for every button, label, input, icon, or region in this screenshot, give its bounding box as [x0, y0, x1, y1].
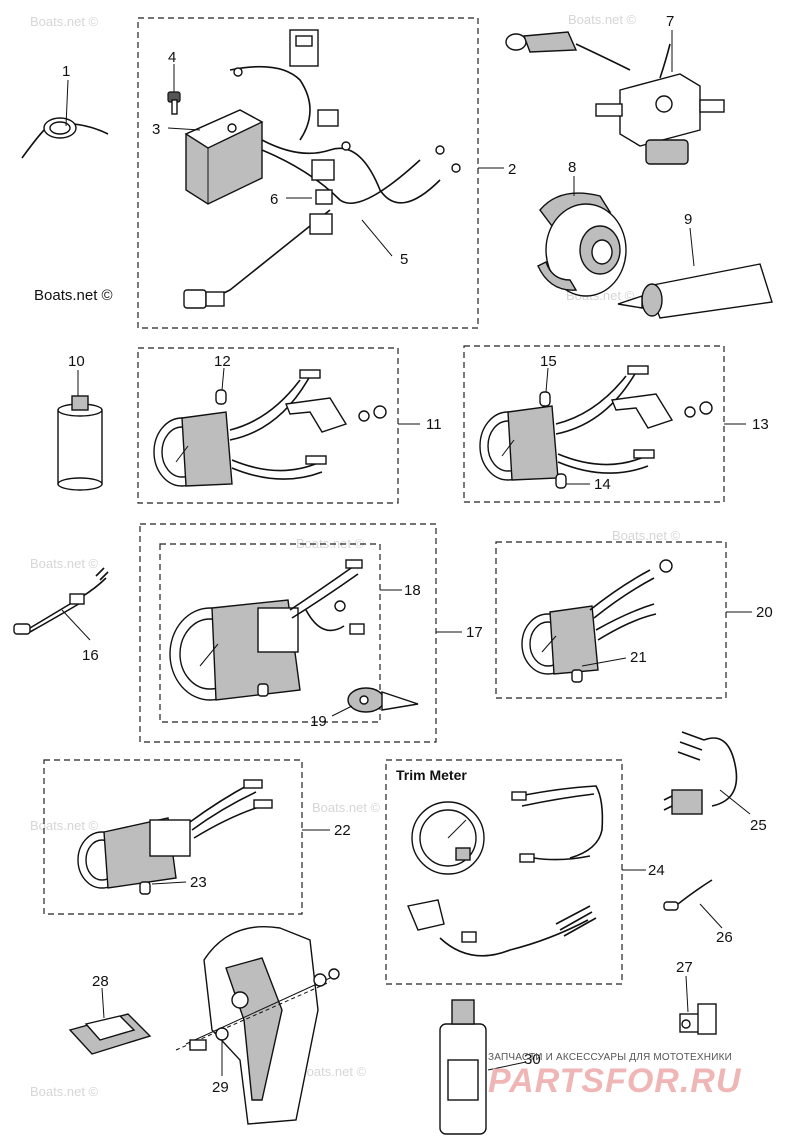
part-7-control-switch	[505, 31, 725, 165]
callout-18: 18	[404, 582, 421, 599]
callout-5: 5	[400, 251, 408, 268]
part-25-adapter-harness	[663, 731, 738, 815]
part-1-spring	[21, 117, 109, 159]
watermark-main: Boats.net ©	[34, 287, 113, 304]
part-24-trim-meter	[407, 785, 604, 957]
callout-19: 19	[310, 713, 327, 730]
part-15-bulb	[539, 391, 551, 407]
group-box-2	[137, 17, 479, 329]
group-box-18	[159, 543, 381, 723]
part-29-bracket	[175, 926, 340, 1125]
part-22-hourmeter	[77, 779, 273, 889]
callout-4: 4	[168, 49, 176, 66]
part-13-gauge	[479, 365, 713, 481]
callout-11: 11	[426, 416, 442, 433]
watermark: Boats.net ©	[568, 12, 637, 27]
brand-name: PARTSFOR.RU	[488, 1062, 742, 1100]
callout-22: 22	[334, 822, 351, 839]
callout-28: 28	[92, 973, 109, 990]
watermark: Boats.net ©	[30, 1084, 99, 1099]
callout-9: 9	[684, 211, 692, 228]
callout-1: 1	[62, 63, 70, 80]
callout-29: 29	[212, 1079, 229, 1096]
part-5-wire-harness	[183, 29, 461, 309]
part-30-bottle	[439, 999, 487, 1135]
brand-watermark: ЗАПЧАСТИ И АКСЕССУАРЫ ДЛЯ МОТОТЕХНИКИ PA…	[488, 1052, 788, 1099]
callout-24: 24	[648, 862, 665, 879]
callout-27: 27	[676, 959, 693, 976]
part-11-gauge	[153, 369, 387, 487]
callout-7: 7	[666, 13, 674, 30]
brand-tagline: ЗАПЧАСТИ И АКСЕССУАРЫ ДЛЯ МОТОТЕХНИКИ	[488, 1052, 733, 1063]
callout-3: 3	[152, 121, 160, 138]
part-27-fitting	[679, 1003, 717, 1035]
callout-14: 14	[594, 476, 611, 493]
callout-17: 17	[466, 624, 483, 641]
part-16-pigtail	[13, 567, 109, 635]
part-4-screw	[167, 91, 181, 115]
callout-6: 6	[270, 191, 278, 208]
callout-23: 23	[190, 874, 207, 891]
part-26-jumper	[663, 879, 713, 911]
group-box-17	[139, 523, 437, 743]
part-3-rectifier	[184, 109, 264, 205]
trim-meter-heading: Trim Meter	[396, 767, 467, 783]
part-14-bulb	[555, 473, 567, 489]
watermark: Boats.net ©	[30, 818, 99, 833]
callout-15: 15	[540, 353, 557, 370]
part-8-bracket	[537, 192, 627, 297]
callout-13: 13	[752, 416, 769, 433]
callout-2: 2	[508, 161, 516, 178]
callout-30: 30	[524, 1051, 541, 1068]
part-10-can	[57, 395, 103, 491]
part-9-tube	[617, 263, 773, 319]
part-6-relay	[309, 159, 335, 235]
group-box-11	[137, 347, 399, 504]
part-18-tachometer	[169, 559, 365, 701]
group-box-13	[463, 345, 725, 503]
callout-10: 10	[68, 353, 85, 370]
part-23-bulb	[139, 881, 151, 895]
group-box-24	[385, 759, 623, 985]
watermark: Boats.net ©	[30, 14, 99, 29]
leader-lines	[61, 30, 752, 1076]
group-box-22	[43, 759, 303, 915]
callout-16: 16	[82, 647, 99, 664]
part-12-bulb	[215, 389, 227, 405]
watermark: Boats.net ©	[30, 556, 99, 571]
watermark: Boats.net ©	[612, 528, 681, 543]
watermark: Boats.net ©	[312, 800, 381, 815]
part-20-gauge	[521, 559, 673, 675]
callout-21: 21	[630, 649, 647, 666]
callout-8: 8	[568, 159, 576, 176]
watermark: Boats.net ©	[298, 1064, 367, 1079]
callout-26: 26	[716, 929, 733, 946]
callout-20: 20	[756, 604, 773, 621]
callout-25: 25	[750, 817, 767, 834]
callout-labels: 1 2 3 4 5 6 7 8 9 10 11 12 13 14 15 16 1…	[62, 13, 773, 1096]
part-21-bulb	[571, 669, 583, 683]
callout-12: 12	[214, 353, 231, 370]
group-box-20	[495, 541, 727, 699]
part-19-cover	[347, 687, 419, 713]
part-28-decal	[68, 1013, 152, 1055]
